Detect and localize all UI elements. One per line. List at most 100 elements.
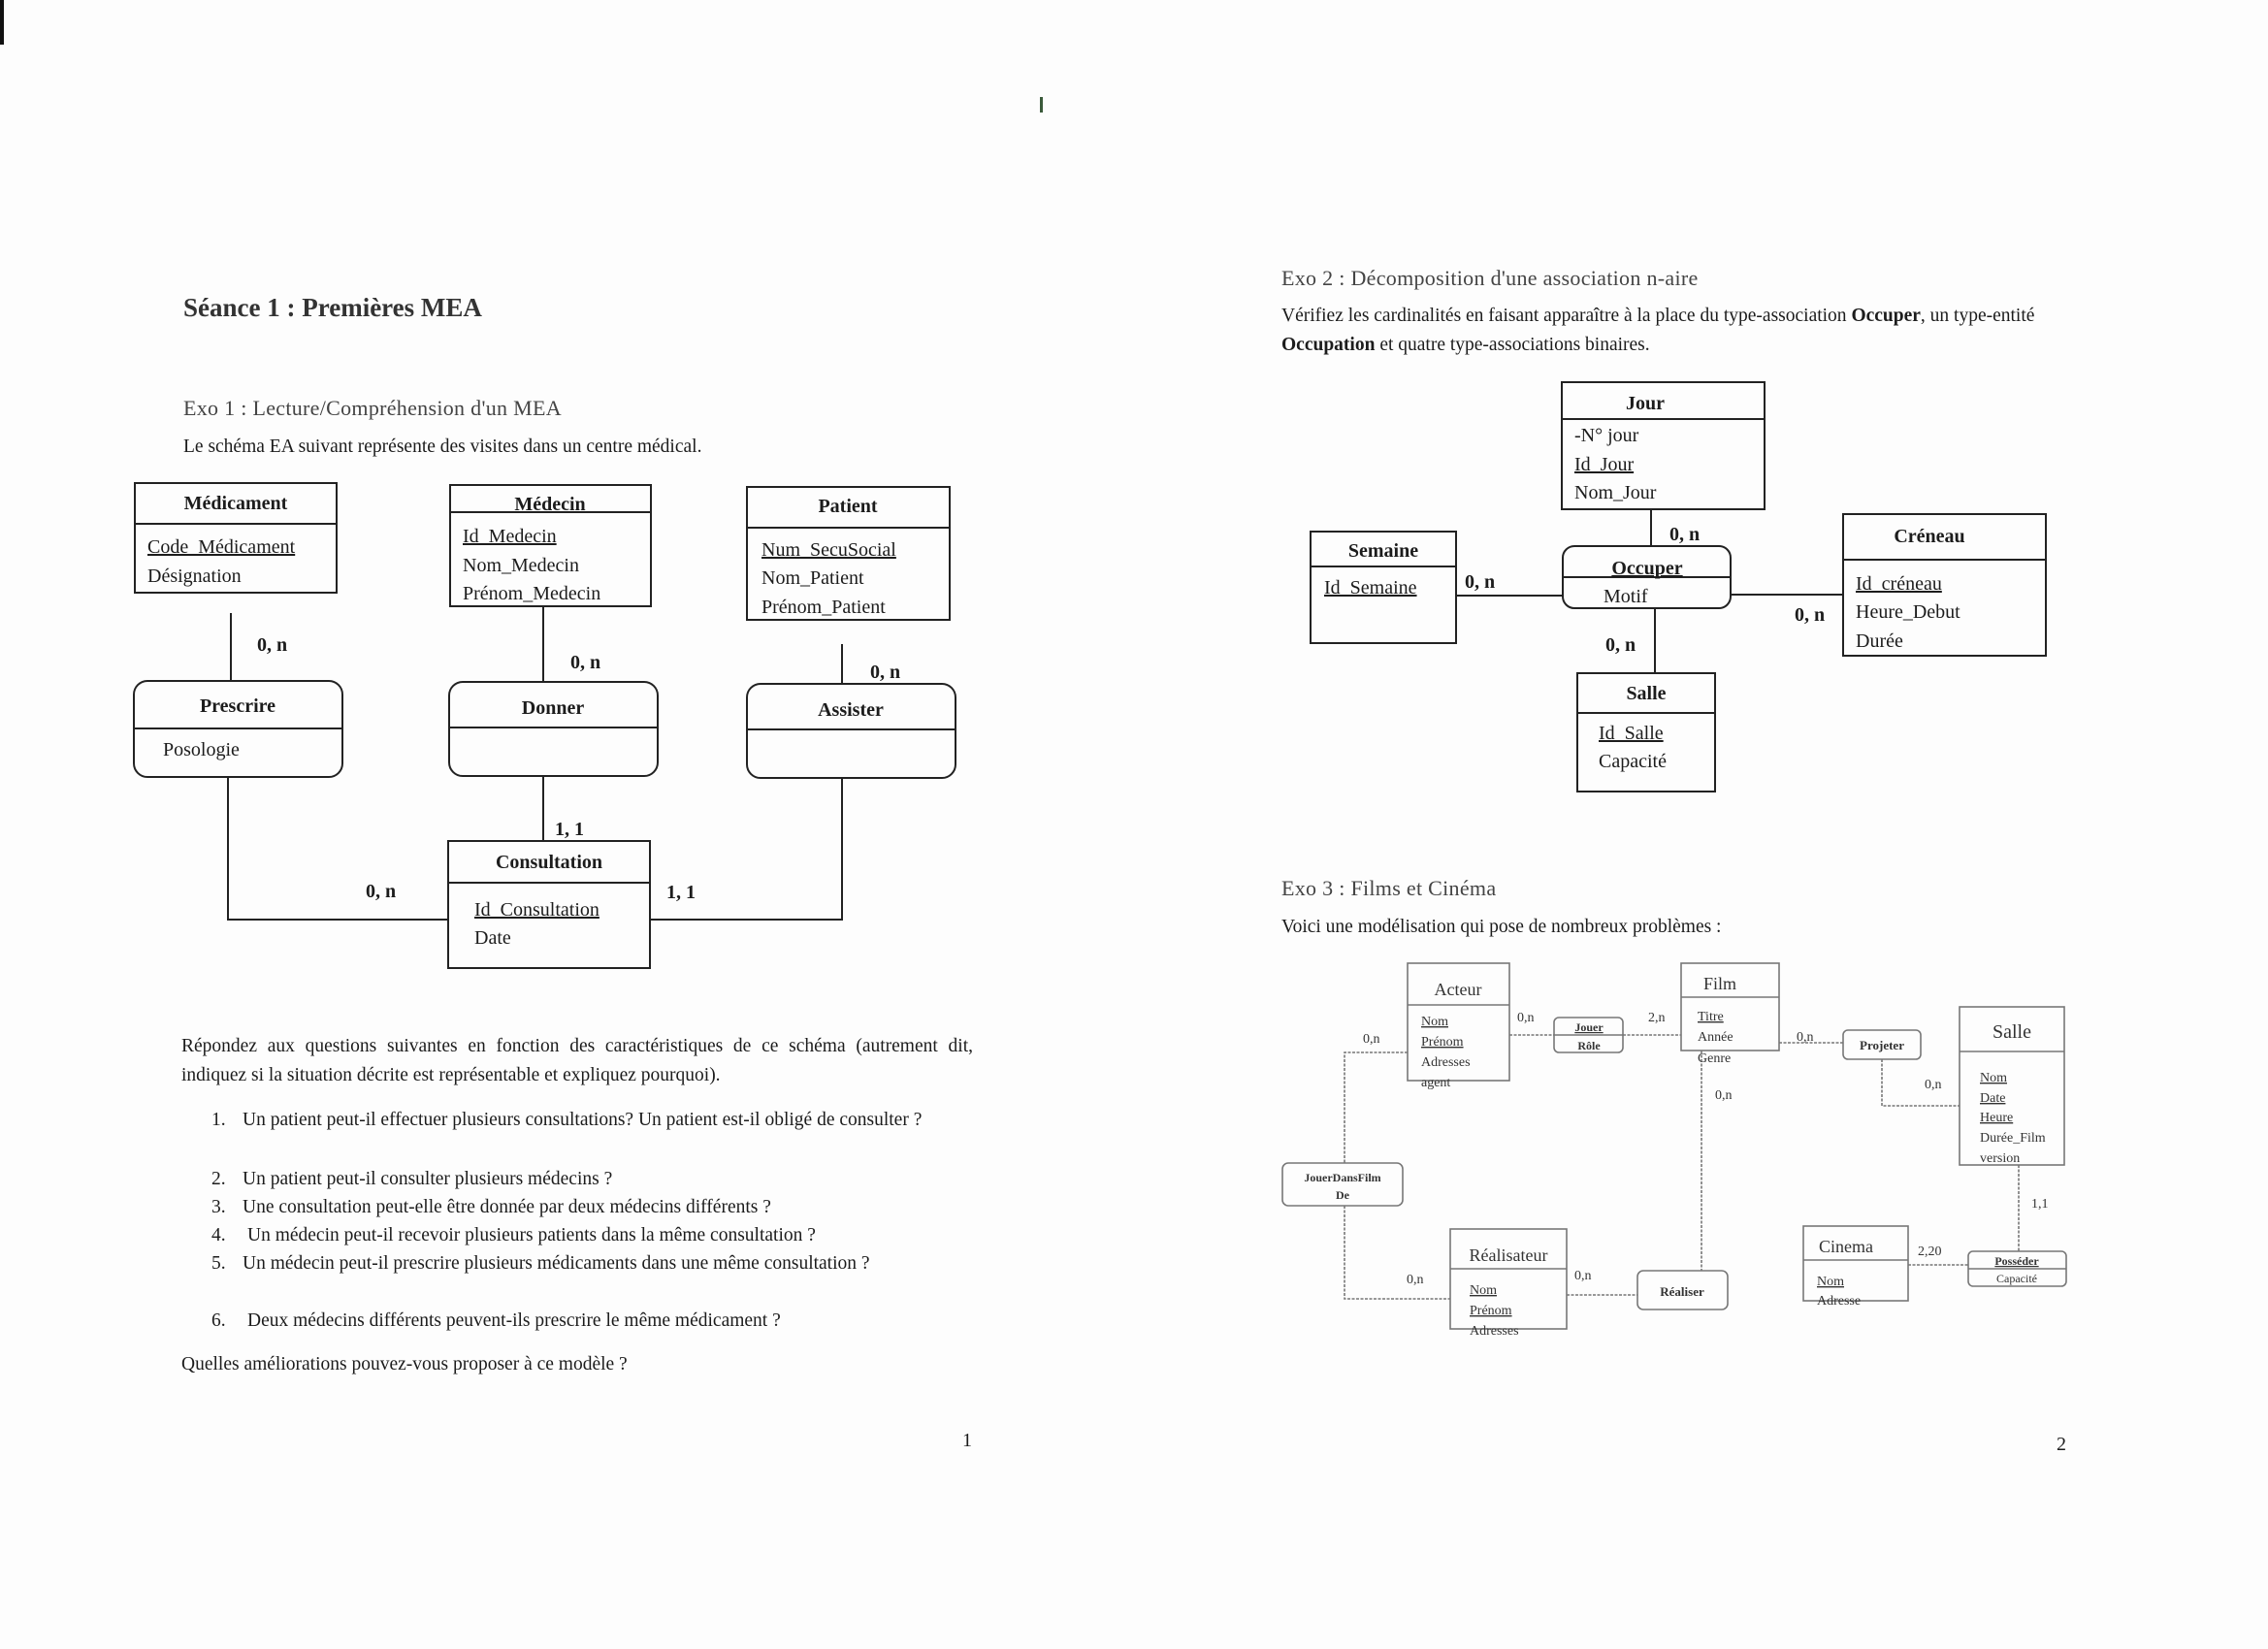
medecin-name: Médecin bbox=[514, 494, 585, 515]
jouer-attr: Rôle bbox=[1577, 1039, 1601, 1052]
entity-salle-3 bbox=[1959, 1006, 2065, 1166]
medicament-attr: Désignation bbox=[147, 566, 242, 587]
film-attr: Année bbox=[1698, 1030, 1733, 1045]
card-semaine: 0, n bbox=[1465, 571, 1495, 593]
question-text: Un patient peut-il effectuer plusieurs c… bbox=[243, 1110, 923, 1130]
question-1: 1. Un patient peut-il effectuer plusieur… bbox=[211, 1106, 997, 1164]
medecin-attr: Id_Medecin bbox=[463, 526, 557, 547]
entity-patient bbox=[746, 486, 951, 621]
patient-attr: Nom_Patient bbox=[761, 567, 864, 589]
salle3-attr: Date bbox=[1980, 1091, 2005, 1106]
er-diagram-films: Acteur Nom Prénom Adresses agent Film Ti… bbox=[1281, 962, 2067, 1339]
instructions: Répondez aux questions suivantes en fonc… bbox=[181, 1036, 973, 1085]
entity-realisateur bbox=[1449, 1228, 1568, 1330]
question-text: Deux médecins différents peuvent-ils pre… bbox=[247, 1310, 781, 1331]
medicament-attr: Code_Médicament bbox=[147, 536, 296, 558]
entity-salle bbox=[1576, 672, 1716, 792]
patient-attr: Num_SecuSocial bbox=[761, 539, 896, 561]
acteur-attr: agent bbox=[1421, 1076, 1450, 1090]
jour-attr: Nom_Jour bbox=[1574, 482, 1657, 503]
card-patient: 0, n bbox=[870, 662, 900, 683]
entity-medecin bbox=[449, 484, 652, 607]
question-6: 6. Deux médecins différents peuvent-ils … bbox=[211, 1307, 997, 1336]
card-donner-consultation: 1, 1 bbox=[555, 819, 584, 840]
salle3-attr: Nom bbox=[1980, 1071, 2007, 1085]
patient-name: Patient bbox=[818, 496, 877, 517]
consultation-attr: Id_Consultation bbox=[474, 899, 599, 921]
occuper-attr: Motif bbox=[1604, 586, 1648, 607]
salle3-attr: version bbox=[1980, 1151, 2020, 1166]
consultation-name: Consultation bbox=[496, 852, 602, 873]
realiser-name: Réaliser bbox=[1660, 1284, 1704, 1299]
question-number: 1. bbox=[211, 1110, 226, 1130]
assoc-jouer-dans-film bbox=[1281, 1162, 1404, 1207]
page-title: Séance 1 : Premières MEA bbox=[183, 293, 482, 322]
semaine-name: Semaine bbox=[1348, 540, 1418, 562]
card-prescrire-consultation: 0, n bbox=[366, 881, 396, 902]
card-film-realiser: 0,n bbox=[1715, 1088, 1733, 1103]
medicament-name: Médicament bbox=[184, 493, 288, 514]
question-text: Un médecin peut-il recevoir plusieurs pa… bbox=[247, 1225, 816, 1245]
realisateur-name: Réalisateur bbox=[1470, 1245, 1548, 1265]
semaine-attr: Id_Semaine bbox=[1324, 577, 1417, 598]
acteur-attr: Adresses bbox=[1421, 1055, 1471, 1070]
salle3-attr: Heure bbox=[1980, 1111, 2013, 1125]
question-text: Une consultation peut-elle être donnée p… bbox=[243, 1197, 771, 1217]
card-assister-consultation: 1, 1 bbox=[666, 882, 696, 903]
question-number: 5. bbox=[211, 1253, 226, 1274]
card-real-jouerdf: 0,n bbox=[1407, 1273, 1424, 1287]
occuper-name: Occuper bbox=[1611, 558, 1682, 579]
donner-name: Donner bbox=[522, 697, 585, 719]
question-5: 5. Un médecin peut-il prescrire plusieur… bbox=[211, 1249, 997, 1308]
jour-name: Jour bbox=[1626, 393, 1665, 414]
acteur-attr: Prénom bbox=[1421, 1035, 1464, 1050]
entity-medicament bbox=[134, 482, 338, 594]
jouer-name: Jouer bbox=[1574, 1020, 1604, 1034]
film-name: Film bbox=[1703, 974, 1736, 993]
card-acteur-jouerdf: 0,n bbox=[1363, 1032, 1380, 1047]
er-diagram-occuper: Jour -N° jour Id_Jour Nom_Jour Semaine I… bbox=[1310, 381, 2047, 792]
exo2-text-part: , un type-entité bbox=[1920, 306, 2035, 326]
creneau-attr: Durée bbox=[1856, 630, 1903, 652]
exo1-intro: Le schéma EA suivant représente des visi… bbox=[183, 436, 702, 457]
entity-consultation bbox=[447, 840, 651, 969]
realisateur-attr: Adresses bbox=[1470, 1324, 1519, 1339]
card-medecin: 0, n bbox=[570, 652, 600, 673]
salle3-name: Salle bbox=[1993, 1021, 2031, 1043]
card-film-projeter: 0,n bbox=[1797, 1030, 1814, 1045]
scan-mark bbox=[1040, 97, 1043, 113]
card-salle-posseder: 1,1 bbox=[2031, 1197, 2049, 1212]
consultation-attr: Date bbox=[474, 927, 511, 949]
entity-jour bbox=[1561, 381, 1766, 510]
salle3-attr: Durée_Film bbox=[1980, 1131, 2046, 1146]
exo3-title: Exo 3 : Films et Cinéma bbox=[1281, 876, 1497, 900]
salle-attr: Id_Salle bbox=[1599, 723, 1664, 744]
card-jour: 0, n bbox=[1669, 524, 1700, 545]
entity-acteur bbox=[1407, 962, 1510, 1082]
medecin-attr: Nom_Medecin bbox=[463, 555, 579, 576]
entity-semaine bbox=[1310, 531, 1457, 644]
exo2-text-part: et quatre type-associations binaires. bbox=[1375, 335, 1650, 355]
card-medicament: 0, n bbox=[257, 634, 287, 656]
jour-attr: -N° jour bbox=[1574, 425, 1639, 446]
acteur-attr: Nom bbox=[1421, 1015, 1448, 1029]
question-text: Un patient peut-il consulter plusieurs m… bbox=[243, 1169, 613, 1189]
question-2: 2. Un patient peut-il consulter plusieur… bbox=[211, 1165, 997, 1194]
entity-cinema bbox=[1802, 1225, 1909, 1302]
card-cinema-posseder: 2,20 bbox=[1918, 1245, 1942, 1259]
cinema-attr: Adresse bbox=[1817, 1294, 1861, 1309]
film-attr: Titre bbox=[1698, 1010, 1724, 1024]
exo1-title: Exo 1 : Lecture/Compréhension d'un MEA bbox=[183, 396, 562, 420]
entity-film bbox=[1680, 962, 1780, 1051]
scan-edge-mark bbox=[0, 0, 4, 45]
acteur-name: Acteur bbox=[1435, 980, 1482, 999]
assister-name: Assister bbox=[818, 699, 884, 721]
question-number: 6. bbox=[211, 1310, 226, 1331]
jour-attr: Id_Jour bbox=[1574, 454, 1634, 475]
jouerdansfilm-name: De bbox=[1336, 1188, 1350, 1202]
exo3-intro: Voici une modélisation qui pose de nombr… bbox=[1281, 917, 1722, 937]
exo2-bold-occupation: Occupation bbox=[1281, 335, 1376, 355]
card-salle-projeter: 0,n bbox=[1925, 1078, 1942, 1092]
assoc-realiser bbox=[1636, 1270, 1729, 1310]
question-text: Un médecin peut-il prescrire plusieurs m… bbox=[243, 1253, 870, 1274]
